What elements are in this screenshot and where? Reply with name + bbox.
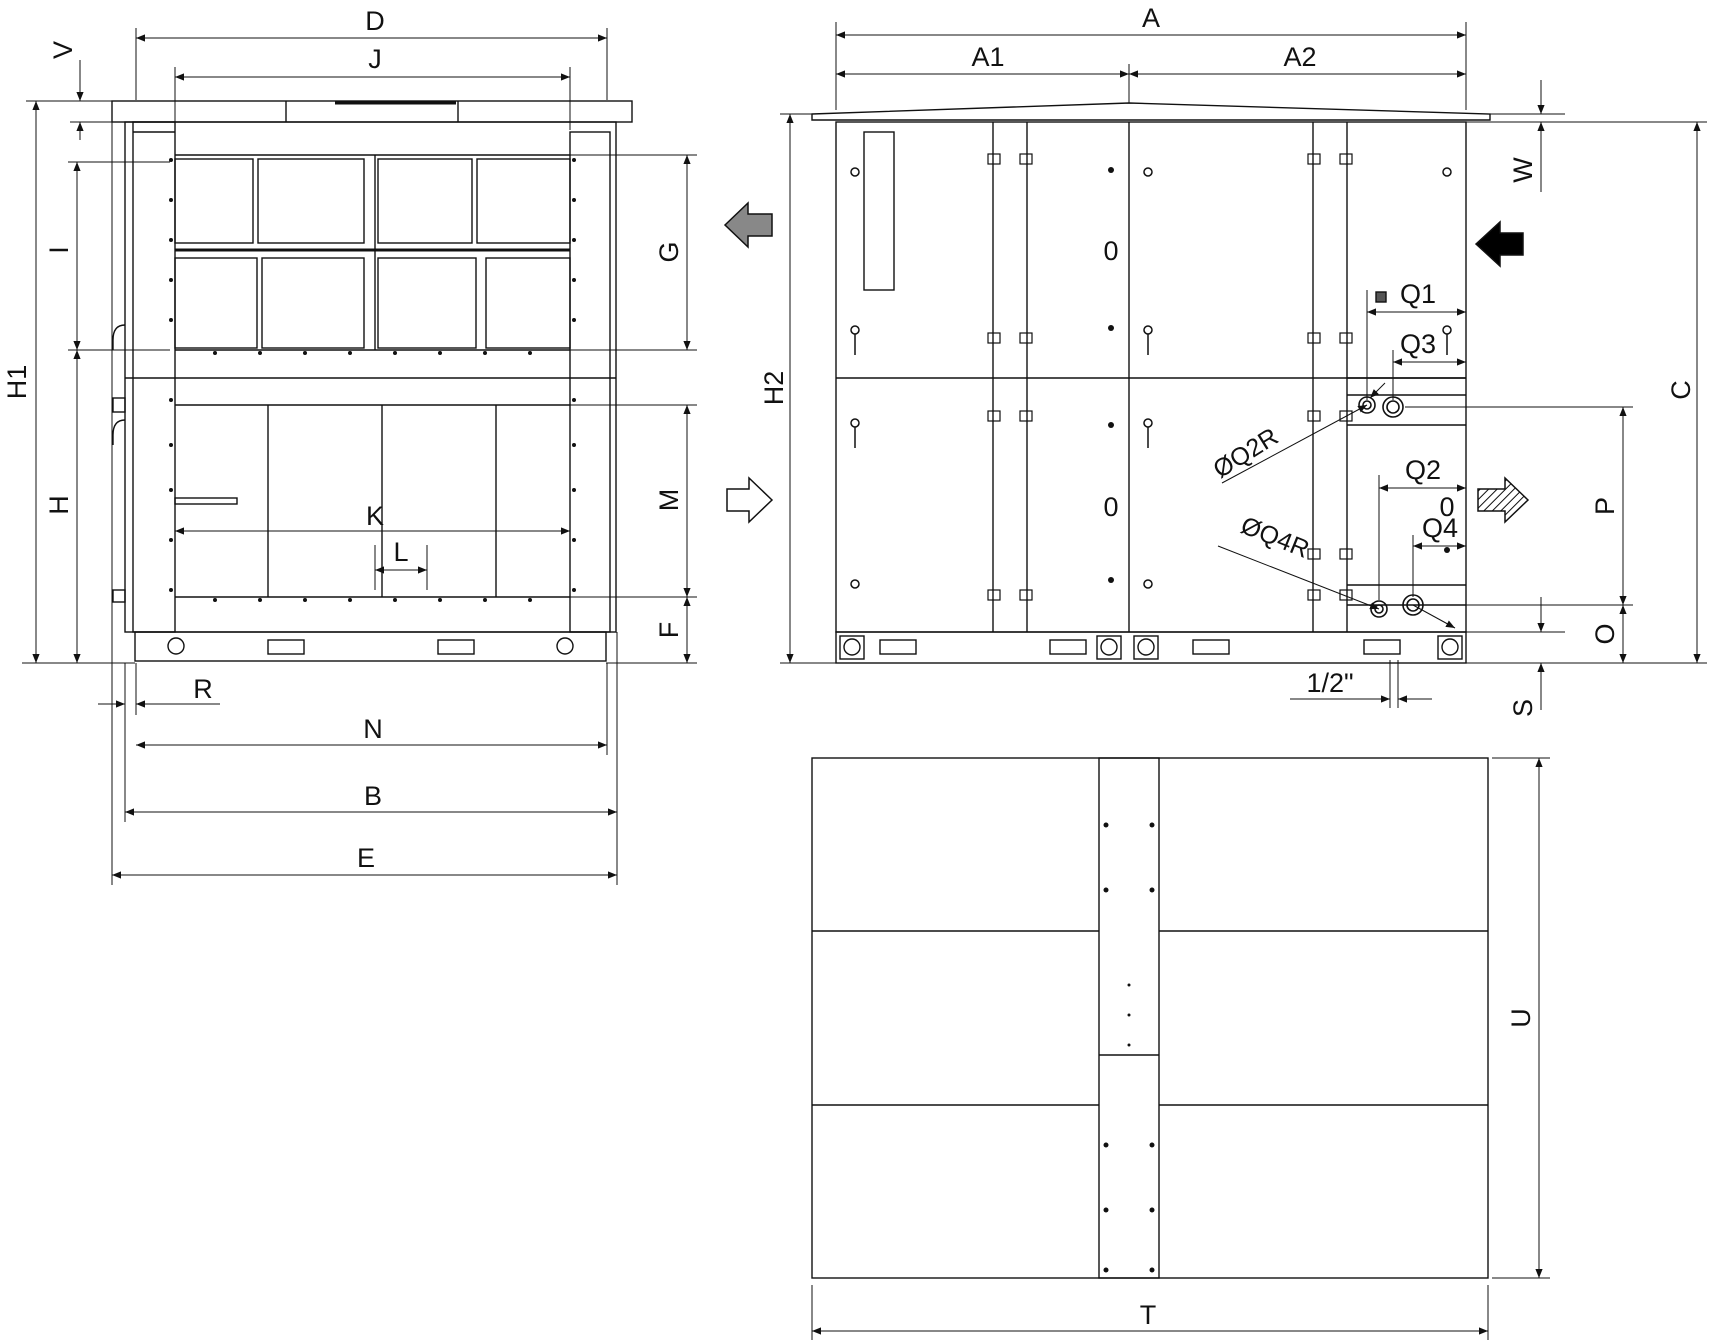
dim-label-J: J [368, 44, 382, 74]
dim-label-B: B [364, 781, 382, 811]
extract-air-arrow-icon [1477, 476, 1530, 524]
control-box [863, 131, 895, 291]
dim-label-M: M [654, 489, 684, 512]
dim-label-E: E [357, 843, 375, 873]
hinges [987, 153, 1353, 601]
dim-label-R: R [193, 674, 213, 704]
dim-label-P: P [1590, 497, 1620, 515]
top-outline [811, 757, 1489, 1279]
side-roof [811, 102, 1491, 121]
door-mark: 0 [1439, 492, 1454, 522]
dim-label-K: K [366, 501, 384, 531]
dim-label-pipe: 1/2" [1306, 668, 1353, 698]
dim-label-Q3: Q3 [1400, 329, 1436, 359]
side-dimensions [780, 22, 1707, 710]
dim-label-O: O [1590, 623, 1620, 644]
dim-label-C: C [1666, 380, 1696, 400]
dim-label-G: G [654, 241, 684, 262]
side-view [811, 102, 1491, 664]
dim-label-I: I [44, 246, 74, 254]
front-view [111, 100, 633, 662]
dim-label-A: A [1142, 3, 1160, 33]
dim-label-H: H [44, 495, 74, 515]
dim-label-Q4R: ØQ4R [1237, 511, 1313, 564]
side-dim-labels: A A1 A2 H2 W C Q1 Q3 Q2 Q4 P O S 1/2" ØQ… [759, 3, 1696, 717]
filter-panels [174, 155, 571, 350]
top-center-strip [1098, 757, 1160, 1279]
dim-label-D: D [365, 6, 385, 36]
dim-label-U: U [1506, 1008, 1536, 1028]
dim-label-A2: A2 [1283, 42, 1316, 72]
front-base [134, 631, 607, 662]
dim-label-H2: H2 [759, 371, 789, 406]
dim-label-T: T [1140, 1300, 1157, 1330]
dim-label-Q4: Q4 [1422, 513, 1458, 543]
dim-label-S: S [1508, 699, 1538, 717]
side-body [835, 121, 1467, 633]
dim-label-Q2R: ØQ2R [1208, 423, 1283, 484]
dim-label-Q2: Q2 [1405, 455, 1441, 485]
dim-label-N: N [363, 714, 383, 744]
front-body [124, 121, 617, 633]
top-dim-labels: U T [1140, 1008, 1536, 1330]
door-mark: 0 [1103, 236, 1118, 266]
airflow-arrows [723, 201, 1530, 524]
dim-label-A1: A1 [971, 42, 1004, 72]
exhaust-air-arrow-icon [723, 201, 773, 249]
door-mark-labels: 0 0 0 [1103, 236, 1454, 522]
dim-label-H1: H1 [2, 365, 32, 400]
dim-label-V: V [48, 41, 78, 59]
fresh-air-arrow-icon [726, 476, 774, 524]
door-mark: 0 [1103, 492, 1118, 522]
front-dimensions [22, 28, 697, 885]
dim-label-F: F [654, 622, 684, 639]
side-base [835, 631, 1467, 664]
supply-air-arrow-icon [1474, 220, 1524, 268]
front-dim-labels: D J V H1 I H G M F K L R N B E [2, 6, 684, 873]
dim-label-Q1: Q1 [1400, 279, 1436, 309]
dim-label-L: L [393, 537, 408, 567]
dim-label-W: W [1508, 157, 1538, 183]
top-dimensions [811, 757, 1550, 1340]
top-view [811, 757, 1489, 1279]
door-handles [850, 167, 1452, 589]
